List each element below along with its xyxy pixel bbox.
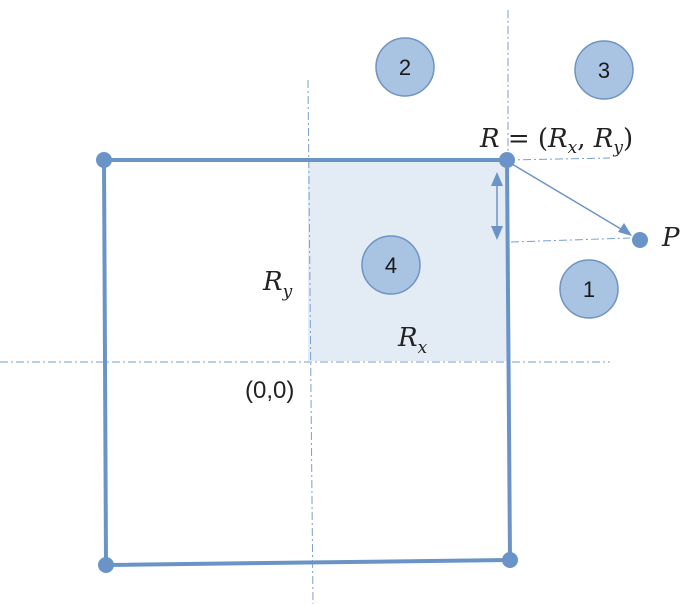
origin-label: (0,0)	[245, 377, 294, 404]
projection-guide	[510, 237, 631, 243]
corner-R-label: R = (Rx, Ry)	[479, 124, 633, 158]
region-badge-2: 2	[375, 37, 435, 97]
region-badge-1: 1	[559, 259, 619, 319]
vertical-axis-guide	[307, 79, 314, 604]
corner-horizontal-guide	[506, 157, 611, 161]
double-arrow-bottom-head	[491, 226, 503, 240]
double-arrow-top-head	[491, 172, 503, 186]
svg-text:1: 1	[583, 277, 595, 302]
svg-text:4: 4	[385, 253, 397, 278]
Ry-label: Ry	[262, 267, 293, 302]
arrowhead-P	[618, 223, 632, 236]
region-badge-3: 3	[574, 40, 634, 100]
corner-point-bottom-left	[98, 557, 114, 573]
point-P-label: P	[661, 223, 680, 253]
svg-text:3: 3	[598, 58, 610, 83]
svg-text:2: 2	[399, 55, 411, 80]
corner-point-R	[499, 152, 515, 168]
Rx-label: Rx	[397, 323, 428, 358]
region-badge-4: 4	[361, 235, 421, 295]
corner-point-bottom-right	[502, 552, 518, 568]
point-P	[632, 232, 648, 248]
vector-R-to-P-arrow	[511, 163, 627, 233]
corner-point-top-left	[96, 152, 112, 168]
